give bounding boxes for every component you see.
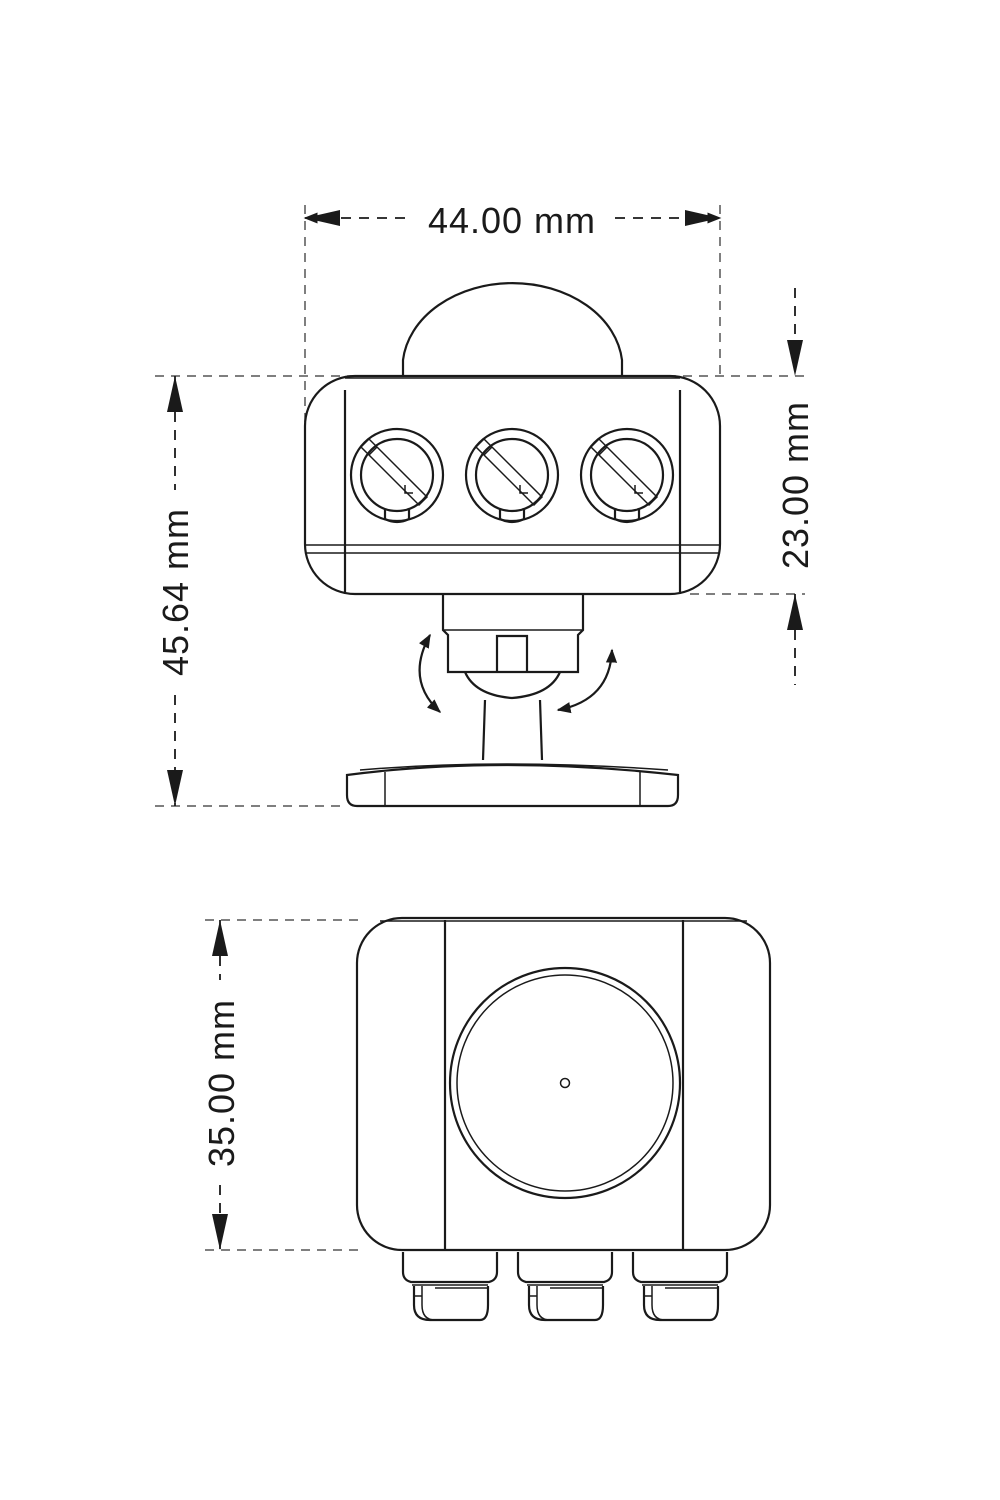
width-label: 44.00 mm (428, 200, 596, 241)
total-height-label: 45.64 mm (155, 508, 196, 676)
depth-label: 35.00 mm (201, 999, 242, 1167)
adjustment-knob (579, 427, 675, 524)
sensor-dome-outline (448, 966, 682, 1200)
mount-neck (441, 594, 585, 761)
total-height-dimension: 45.64 mm (155, 376, 196, 806)
rotation-arrow-icon (418, 633, 442, 713)
cable-gland (516, 1252, 614, 1322)
body-height-label: 23.00 mm (775, 401, 816, 569)
housing-top (355, 916, 772, 1252)
cable-gland (631, 1252, 729, 1322)
top-view (355, 916, 772, 1322)
mount-base (345, 763, 680, 808)
rotation-arrow-icon (556, 648, 618, 714)
adjustment-knob (349, 427, 445, 524)
width-dimension: 44.00 mm (303, 200, 722, 241)
cable-gland (401, 1252, 499, 1322)
depth-dimension: 35.00 mm (201, 920, 242, 1250)
sensor-dome (401, 281, 624, 376)
sensor-center-dot (559, 1077, 571, 1089)
extension-lines (155, 205, 810, 1251)
adjustment-knob (464, 427, 560, 524)
front-view (303, 281, 722, 808)
housing-body (303, 374, 722, 596)
body-height-dimension: 23.00 mm (775, 288, 816, 685)
